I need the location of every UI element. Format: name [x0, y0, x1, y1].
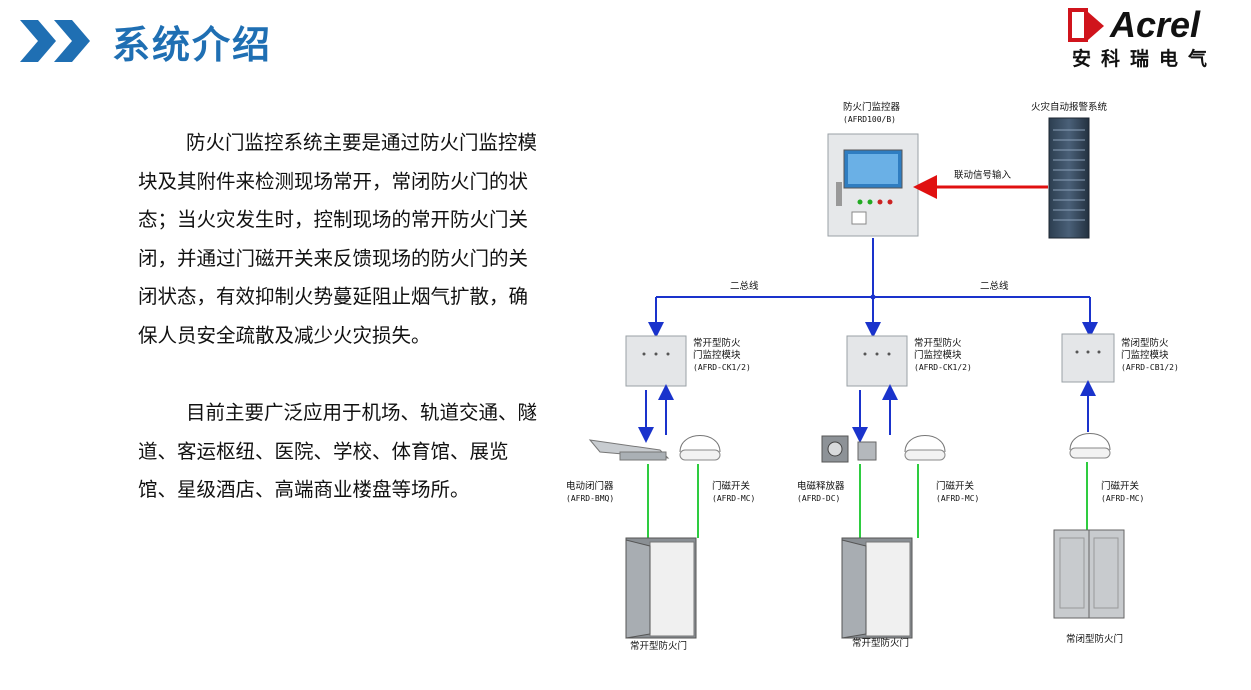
intro-paragraph-2: 目前主要广泛应用于机场、轨道交通、隧道、客运枢纽、医院、学校、体育馆、展览馆、星…: [138, 401, 538, 501]
link-signal-label: 联动信号输入: [954, 170, 1012, 181]
chevron-icon: [20, 20, 90, 62]
monitor-module-1: [625, 335, 687, 387]
door-magnetic-switch-2: [904, 435, 946, 461]
fire-alarm-cabinet: [1048, 117, 1090, 239]
normally-open-fire-door-2: [841, 537, 913, 639]
monitor-module-2: [846, 335, 908, 387]
door-2-label: 常开型防火门: [852, 638, 910, 649]
door-1-label: 常开型防火门: [630, 641, 688, 652]
door-3-label: 常闭型防火门: [1066, 634, 1124, 645]
normally-open-fire-door-1: [625, 537, 697, 639]
controller-label: 防火门监控器(AFRD100/B): [843, 102, 901, 124]
normally-closed-fire-door: [1053, 529, 1125, 619]
releaser-label: 电磁释放器(AFRD-DC): [797, 481, 845, 503]
intro-paragraph-1: 防火门监控系统主要是通过防火门监控模块及其附件来检测现场常开，常闭防火门的状态；…: [138, 131, 538, 347]
switch-2-label: 门磁开关(AFRD-MC): [936, 481, 980, 503]
fire-alarm-label: 火灾自动报警系统: [1031, 102, 1108, 113]
door-closer-label: 电动闭门器(AFRD-BMQ): [566, 481, 615, 503]
module-1-label: 常开型防火门监控模块(AFRD-CK1/2): [693, 338, 751, 372]
fire-door-controller: [827, 133, 919, 237]
module-2-label: 常开型防火门监控模块(AFRD-CK1/2): [914, 338, 972, 372]
page-title: 系统介绍: [112, 23, 273, 67]
module-3-label: 常闭型防火门监控模块(AFRD-CB1/2): [1121, 338, 1179, 372]
monitor-module-3: [1061, 333, 1115, 383]
acrel-logo-subtitle: 安科瑞电气: [1072, 48, 1218, 70]
electric-door-closer: [588, 439, 670, 461]
door-magnetic-switch-1: [679, 435, 721, 461]
door-magnetic-switch-3: [1069, 433, 1111, 459]
bus-label-right: 二总线: [980, 281, 1009, 292]
switch-3-label: 门磁开关(AFRD-MC): [1101, 481, 1145, 503]
acrel-logo-mark: [1068, 8, 1104, 42]
electromagnetic-releaser: [821, 435, 877, 463]
bus-label-left: 二总线: [730, 281, 759, 292]
acrel-logo-text: Acrel: [1110, 4, 1201, 45]
switch-1-label: 门磁开关(AFRD-MC): [712, 481, 756, 503]
system-diagram: [588, 117, 1125, 639]
